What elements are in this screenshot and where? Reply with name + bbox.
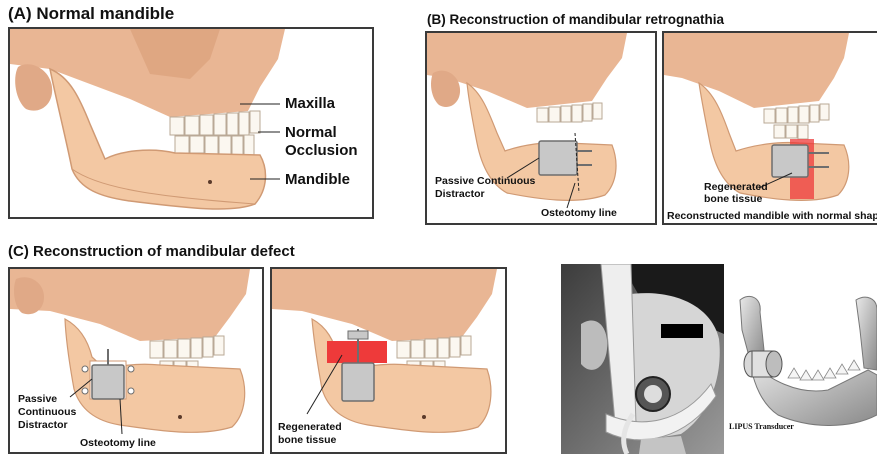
panel-a-title: (A) Normal mandible — [8, 4, 174, 24]
label-c-osteotomy: Osteotomy line — [80, 437, 156, 449]
label-normal-occlusion-1: Normal — [285, 124, 337, 142]
label-b-regenerated-2: bone tissue — [704, 193, 762, 205]
label-b-reconstructed: Reconstructed mandible with normal shap — [667, 210, 877, 222]
label-maxilla: Maxilla — [285, 95, 335, 113]
label-b-regenerated-1: Regenerated — [704, 181, 768, 193]
label-c-regenerated-1: Regenerated — [278, 421, 342, 433]
label-normal-occlusion-2: Occlusion — [285, 142, 358, 160]
panel-c-right: Regenerated bone tissue — [270, 267, 507, 454]
panel-b-title: (B) Reconstruction of mandibular retrogn… — [427, 12, 724, 27]
label-c-regenerated-2: bone tissue — [278, 434, 336, 446]
label-b-distractor-1: Passive Continuous — [435, 175, 535, 187]
label-c-distractor-1: Passive — [18, 393, 57, 405]
panel-c-title: (C) Reconstruction of mandibular defect — [8, 243, 295, 260]
panel-c-left: Passive Continuous Distractor Osteotomy … — [8, 267, 264, 454]
label-c-distractor-2: Continuous — [18, 406, 76, 418]
patient-with-device-image — [561, 264, 724, 454]
label-lipus-transducer: LIPUS Transducer — [729, 422, 794, 431]
panel-a: Maxilla Normal Occlusion Mandible — [8, 27, 374, 219]
label-c-distractor-3: Distractor — [18, 419, 68, 431]
panel-b-left: Passive Continuous Distractor Osteotomy … — [425, 31, 657, 225]
panel-b-right: Regenerated bone tissue Reconstructed ma… — [662, 31, 877, 225]
label-mandible: Mandible — [285, 171, 350, 189]
reconstructed-mandible-illustration — [664, 33, 877, 225]
patient-photo — [561, 264, 724, 454]
label-b-osteotomy: Osteotomy line — [541, 207, 617, 219]
label-b-distractor-2: Distractor — [435, 188, 485, 200]
mandible-3d-render: LIPUS Transducer — [728, 290, 877, 454]
